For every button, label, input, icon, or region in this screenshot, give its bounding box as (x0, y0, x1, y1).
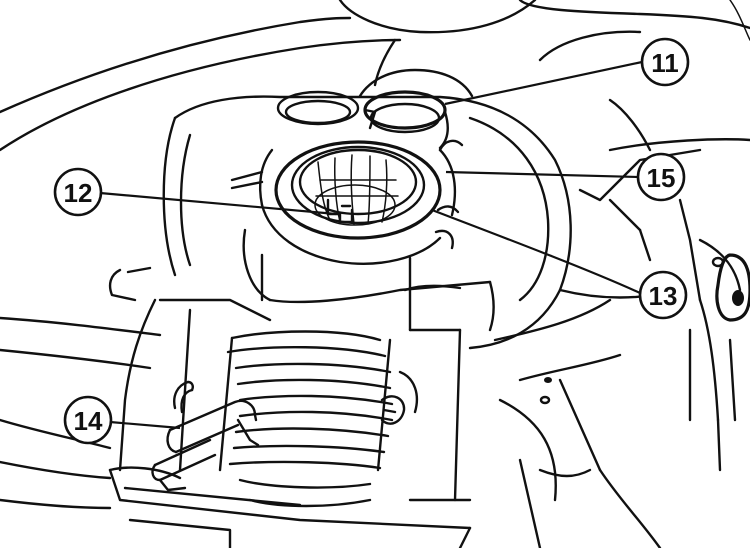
hose-rings (276, 90, 449, 150)
body-panel-outline (0, 0, 750, 480)
leader-14 (109, 420, 181, 430)
leader-15 (445, 170, 639, 179)
leader-11 (444, 60, 643, 106)
callout-11-label: 11 (651, 48, 679, 78)
lower-frame (0, 466, 472, 548)
neck-tube-body (108, 228, 495, 502)
leader-lines (99, 60, 643, 430)
callout-11: 11 (640, 37, 690, 87)
vent-hose (151, 380, 260, 492)
callout-13-label: 13 (649, 281, 678, 311)
callout-15: 15 (636, 152, 686, 202)
corrugated-hose (218, 330, 419, 508)
leader-12 (99, 191, 337, 216)
callout-14-label: 14 (74, 406, 103, 436)
filler-housing (162, 38, 572, 350)
callout-14: 14 (63, 395, 113, 445)
callout-13: 13 (638, 270, 688, 320)
right-chassis (493, 98, 750, 548)
filler-neck (230, 139, 464, 265)
callout-12: 12 (53, 167, 103, 217)
callout-15-label: 15 (647, 163, 676, 193)
leader-13 (431, 208, 641, 294)
callout-12-label: 12 (64, 178, 93, 208)
